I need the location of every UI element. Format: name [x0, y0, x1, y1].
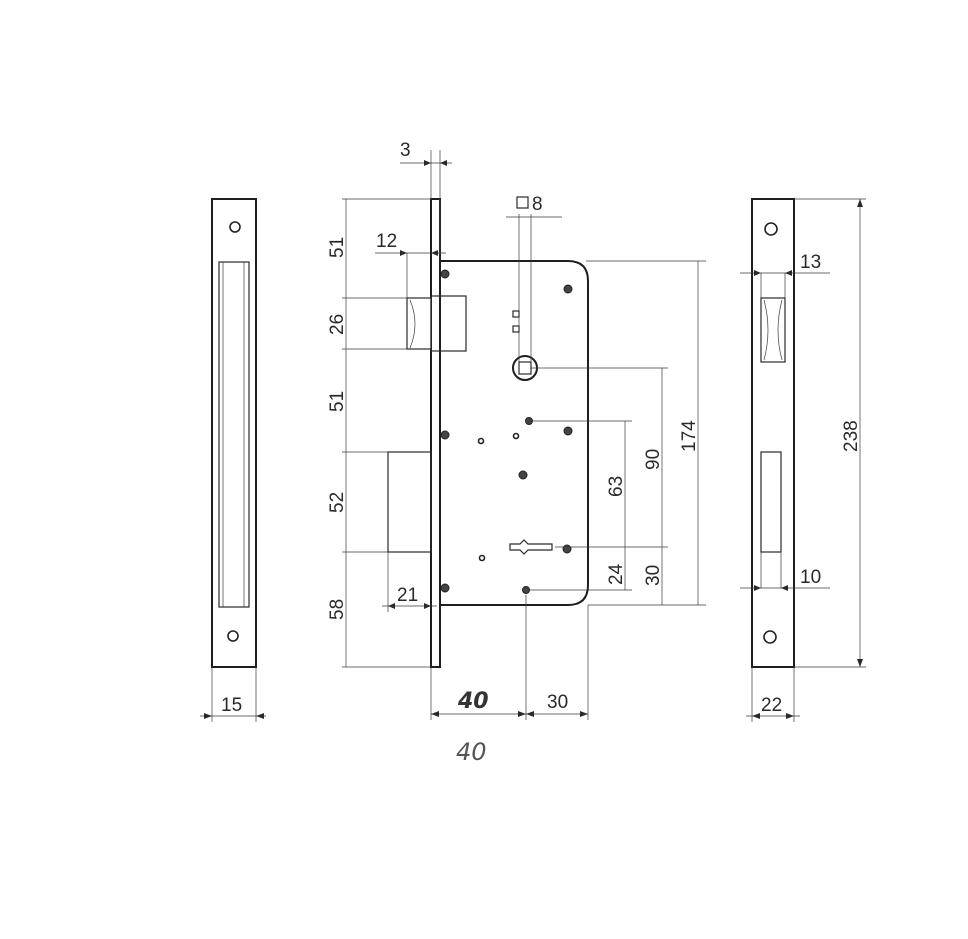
dim-strike-height: 238	[841, 420, 862, 452]
dim-latch-to-bolt: 51	[327, 391, 348, 412]
dim-strike-width: 22	[761, 695, 782, 716]
strike-top-screw-hole	[764, 222, 778, 236]
lock-body-dimensions: 51 26 51 52 58 3 12 8 21 40 30	[327, 140, 706, 720]
dim-follower-to-key: 90	[643, 449, 664, 470]
screw	[563, 426, 573, 436]
dim-latch-height: 26	[327, 314, 348, 335]
dim-key-to-bottom: 30	[643, 565, 664, 586]
faceplate-top-screw-hole	[229, 221, 241, 233]
dim-body-right: 30	[547, 692, 568, 713]
dim-backset: 40	[457, 689, 489, 714]
dim-bolt-throw: 21	[397, 585, 418, 606]
dim-strike-latch: 13	[800, 252, 821, 273]
dim-forend-gap: 3	[400, 140, 411, 161]
dim-latch-offset: 12	[376, 231, 397, 252]
strike-plate-view: 13 10 238 22	[740, 198, 866, 722]
keyhole-cylinder	[509, 539, 553, 555]
screw	[562, 544, 572, 554]
screw	[440, 583, 450, 593]
screw	[518, 470, 528, 480]
dim-bolt-to-bottom: 58	[327, 599, 348, 620]
dim-spindle-square: 8	[532, 194, 543, 215]
strike-bolt-opening	[760, 451, 782, 553]
dim-case-height: 174	[679, 420, 700, 452]
dim-strike-bolt: 10	[800, 567, 821, 588]
screw	[440, 269, 450, 279]
dim-key-small: 24	[606, 563, 627, 585]
screw	[563, 284, 573, 294]
dim-bolt-height: 52	[327, 492, 348, 513]
latch-bolt	[406, 297, 432, 350]
handwritten-note: 40	[456, 738, 487, 766]
dim-faceplate-width: 15	[221, 695, 242, 716]
dim-case-to-key: 63	[606, 476, 627, 497]
dim-top-to-latch: 51	[327, 237, 348, 258]
faceplate-bottom-screw-hole	[227, 630, 239, 642]
faceplate-side-view: 15	[200, 198, 266, 722]
deadbolt	[387, 451, 432, 553]
strike-bottom-screw-hole	[763, 630, 777, 644]
screw	[522, 586, 530, 594]
strike-latch-opening	[760, 297, 786, 363]
screw	[440, 430, 450, 440]
